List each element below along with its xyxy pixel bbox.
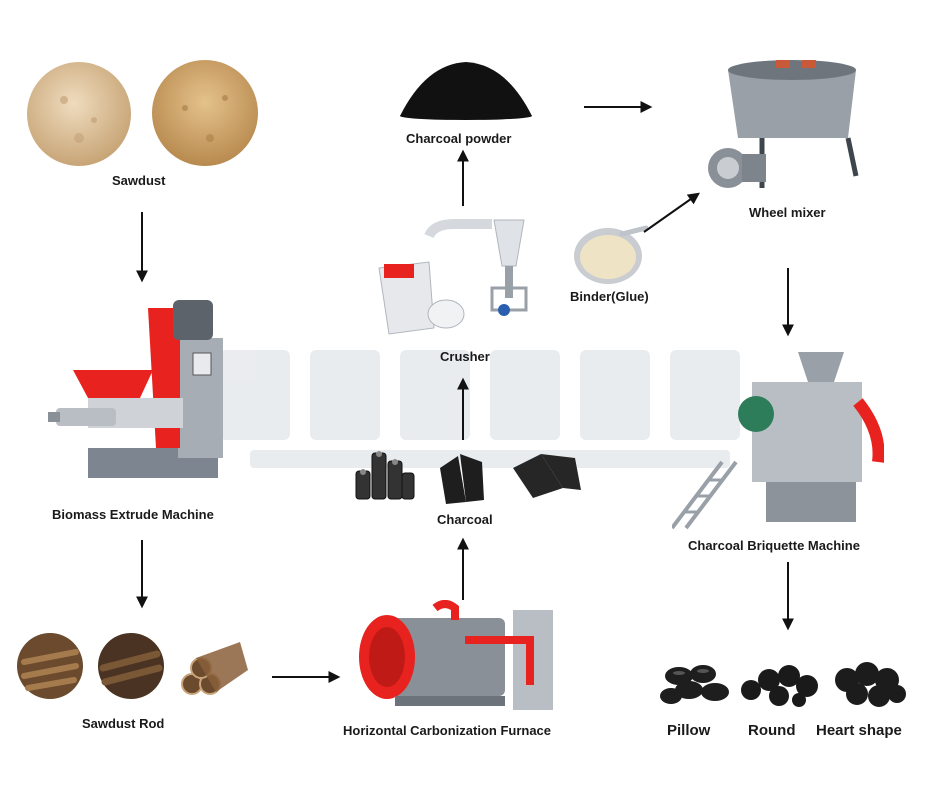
crusher-image — [378, 219, 528, 335]
round-label: Round — [748, 722, 796, 739]
sawdust-label: Sawdust — [112, 173, 166, 188]
sawdust-pile-1-image — [27, 62, 131, 166]
biomass-extrude-machine-label: Biomass Extrude Machine — [52, 507, 214, 522]
sawdust-rod-2-image — [98, 633, 164, 699]
heart-shape-briquettes-image — [835, 662, 906, 707]
watermark-logo — [220, 350, 740, 468]
sawdust-pile-2-image — [152, 60, 258, 166]
charcoal-powder-label: Charcoal powder — [406, 131, 512, 146]
horizontal-carbonization-furnace-image — [359, 600, 553, 710]
binder-glue-label: Binder(Glue) — [570, 289, 649, 304]
biomass-extrude-machine-image — [48, 300, 223, 478]
charcoal-briquette-machine-image — [672, 352, 884, 530]
round-briquettes-image — [741, 665, 818, 707]
pillow-label: Pillow — [667, 722, 711, 739]
charcoal-powder-image — [400, 62, 532, 120]
pillow-briquettes-image — [660, 665, 729, 704]
charcoal-hex-image — [513, 454, 581, 498]
wheel-mixer-image — [708, 60, 859, 188]
charcoal-briquette-machine-label: Charcoal Briquette Machine — [688, 538, 860, 553]
charcoal-hollow-rods-image — [355, 451, 415, 500]
wheel-mixer-label: Wheel mixer — [749, 205, 826, 220]
charcoal-label: Charcoal — [437, 512, 493, 527]
horizontal-carbonization-furnace-label: Horizontal Carbonization Furnace — [343, 723, 552, 738]
binder-glue-image — [574, 225, 648, 284]
heart-shape-label: Heart shape — [816, 722, 902, 739]
sawdust-rod-1-image — [17, 633, 83, 699]
arrow-binder-to-mixer — [643, 192, 700, 233]
charcoal-stack-image — [440, 454, 484, 504]
crusher-label: Crusher — [440, 349, 490, 364]
sawdust-rod-label: Sawdust Rod — [82, 716, 165, 731]
sawdust-rod-3-image — [181, 642, 248, 695]
